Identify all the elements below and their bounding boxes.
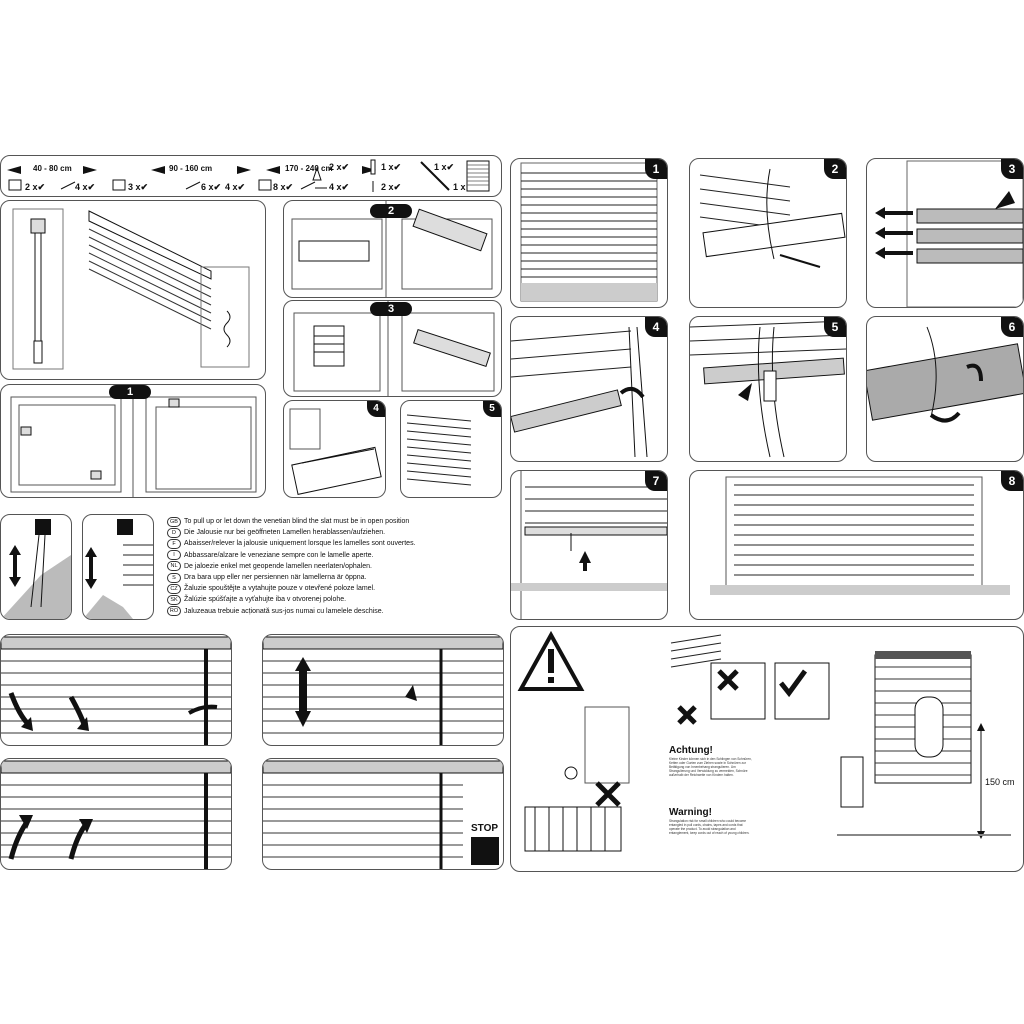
r-step-7-illustration	[511, 471, 667, 619]
r-step-4-badge: 4	[645, 317, 667, 337]
r-step-4-panel: 4	[510, 316, 668, 462]
r-step-6-illustration	[867, 326, 1023, 423]
stop-panel: STOP	[262, 758, 504, 870]
stop-label: STOP	[471, 823, 499, 834]
height-label: 150 cm	[985, 777, 1015, 787]
stop-square-icon	[471, 837, 499, 865]
screw-count-3: 8 x✔	[273, 182, 294, 192]
step-2-illustration	[291, 201, 493, 297]
r-step-6-badge: 6	[1001, 317, 1023, 337]
bracket-count-2: 3 x✔	[128, 182, 149, 192]
clip-count: 4 x✔	[329, 182, 350, 192]
step-1-illustration	[10, 385, 257, 497]
tilt-open-illustration	[1, 760, 231, 869]
step-5-badge: 5	[483, 401, 501, 417]
screw-count-2: 6 x✔	[201, 182, 222, 192]
r-step-5-badge: 5	[824, 317, 846, 337]
step-5-illustration	[406, 414, 472, 486]
stop-illustration	[263, 760, 503, 869]
step-3-illustration	[293, 301, 495, 396]
operate-panel-a	[0, 514, 72, 620]
bracket-count-1: 2 x✔	[25, 182, 46, 192]
r-step-8-badge: 8	[1001, 471, 1023, 491]
r-step-4-illustration	[511, 326, 648, 458]
step-4-illustration	[289, 408, 382, 495]
r-step-1-panel: 1	[510, 158, 668, 308]
step-2-badge: 2	[370, 204, 412, 218]
size-range-3: 170 - 240 cm	[285, 164, 333, 173]
size-range-1: 40 - 80 cm	[33, 164, 72, 173]
r-step-7-panel: 7	[510, 470, 668, 620]
overview-panel	[0, 200, 266, 380]
r-step-5-illustration	[690, 320, 846, 458]
size-range-2: 90 - 160 cm	[169, 164, 213, 173]
r-step-2-badge: 2	[824, 159, 846, 179]
step-2-panel: 2	[283, 200, 502, 298]
step-4-badge: 4	[367, 401, 385, 417]
step-5-panel: 5	[400, 400, 502, 498]
r-step-5-panel: 1 2 3 5	[689, 316, 847, 462]
pull-cord-angle-illustration	[83, 519, 153, 619]
lift-illustration	[263, 636, 503, 745]
step-1-panel: 1	[0, 384, 266, 498]
warning-title: Warning!	[669, 807, 712, 818]
lift-panel	[262, 634, 504, 746]
r-step-3-illustration	[875, 160, 1023, 307]
r-step-2-illustration	[699, 168, 846, 268]
cap-count: 2 x✔	[329, 162, 350, 172]
tilt-open-panel	[0, 758, 232, 870]
r-step-1-illustration	[520, 162, 658, 302]
parts-list: 40 - 80 cm 90 - 160 cm 170 - 240 cm 2 x✔…	[0, 155, 502, 197]
r-step-8-panel: 8	[689, 470, 1024, 620]
r-step-6-panel: 6	[866, 316, 1024, 462]
step-1-badge: 1	[109, 385, 151, 399]
operate-panel-b	[82, 514, 154, 620]
parts-arrows	[7, 159, 490, 192]
r-step-3-panel: 3	[866, 158, 1024, 308]
pull-cord-illustration	[1, 519, 71, 619]
blind-overview-illustration	[12, 208, 250, 370]
achtung-title: Achtung!	[669, 745, 713, 756]
step-3-badge: 3	[370, 302, 412, 316]
step-3-panel: 3	[283, 300, 502, 397]
r-step-8-illustration	[710, 476, 1010, 595]
bracket-count-3: 4 x✔	[225, 182, 246, 192]
r-step-1-badge: 1	[645, 159, 667, 179]
warning-body: Strangulation risk for small children wh…	[669, 819, 750, 835]
tilt-close-panel	[0, 634, 232, 746]
blind-count: 1 x	[453, 182, 466, 192]
screw-count-1: 4 x✔	[75, 182, 96, 192]
safety-panel: Achtung! Kleine Kinder können sich in de…	[510, 626, 1024, 872]
hook-count: 1 x✔	[381, 162, 402, 172]
step-4-panel: 4	[283, 400, 386, 498]
pin-count: 2 x✔	[381, 182, 402, 192]
r-step-7-badge: 7	[645, 471, 667, 491]
tilt-close-illustration	[1, 636, 231, 745]
r-step-3-badge: 3	[1001, 159, 1023, 179]
achtung-body: Kleine Kinder können sich in den Schling…	[669, 757, 752, 777]
r-step-2-panel: 2	[689, 158, 847, 308]
safety-illustration	[517, 630, 1011, 852]
wand-count: 1 x✔	[434, 162, 455, 172]
